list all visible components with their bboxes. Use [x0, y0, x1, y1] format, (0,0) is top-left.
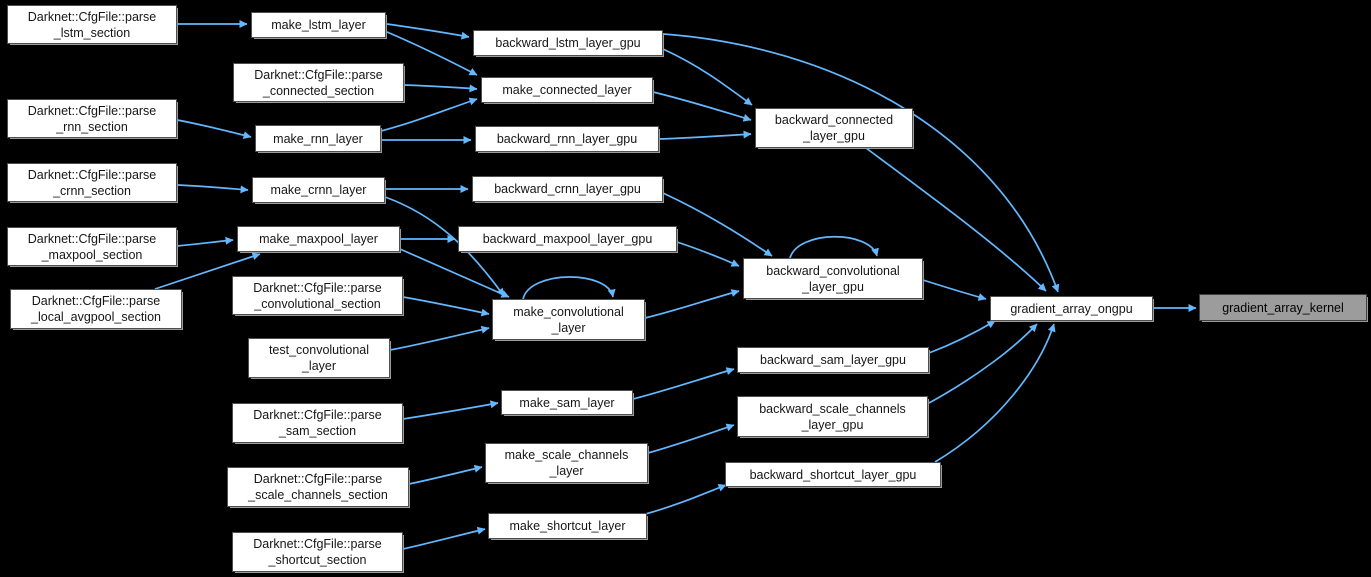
node-backward-crnn-layer-gpu[interactable]: backward_crnn_layer_gpu: [472, 176, 663, 202]
node-backward-scale-channels-layer-gpu[interactable]: backward_scale_channels _layer_gpu: [737, 396, 928, 437]
edge-backward-sam-layer-gpu-to-gradient-array-ongpu: [928, 320, 996, 354]
node-make-scale-channels-layer[interactable]: make_scale_channels _layer: [485, 443, 648, 483]
edge-backward-crnn-layer-gpu-to-backward-convolutional-layer-gpu: [662, 192, 773, 257]
node-backward-connected-layer-gpu[interactable]: backward_connected _layer_gpu: [755, 108, 913, 148]
edge-make-rnn-layer-to-make-connected-layer: [380, 97, 478, 132]
node-make-rnn-layer[interactable]: make_rnn_layer: [255, 125, 381, 152]
node-make-convolutional-layer[interactable]: make_convolutional _layer: [492, 299, 645, 340]
node-test-convolutional-layer[interactable]: test_convolutional _layer: [248, 338, 390, 378]
node-backward-sam-layer-gpu[interactable]: backward_sam_layer_gpu: [737, 347, 929, 373]
edge-backward-convolutional-layer-gpu-to-gradient-array-ongpu: [922, 279, 987, 301]
node-make-sam-layer[interactable]: make_sam_layer: [501, 390, 633, 415]
edge-parse-sam-section-to-make-sam-layer: [402, 400, 499, 420]
node-parse-local-avgpool-section[interactable]: Darknet::CfgFile::parse _local_avgpool_s…: [10, 289, 182, 329]
edge-backward-maxpool-layer-gpu-to-backward-convolutional-layer-gpu: [676, 241, 740, 267]
edge-parse-shortcut-section-to-make-shortcut-layer: [402, 526, 486, 550]
edge-make-sam-layer-to-backward-sam-layer-gpu: [632, 367, 735, 400]
edge-make-shortcut-layer-to-backward-shortcut-layer-gpu: [641, 484, 727, 516]
edge-make-convolutional-layer-self-loop: [522, 276, 616, 300]
node-parse-connected-section[interactable]: Darknet::CfgFile::parse _connected_secti…: [233, 63, 404, 102]
node-gradient-array-ongpu[interactable]: gradient_array_ongpu: [990, 296, 1153, 321]
node-parse-rnn-section[interactable]: Darknet::CfgFile::parse _rnn_section: [7, 99, 177, 138]
node-make-shortcut-layer[interactable]: make_shortcut_layer: [488, 513, 647, 539]
edge-parse-convolutional-section-to-make-convolutional-layer: [402, 296, 490, 317]
node-backward-convolutional-layer-gpu[interactable]: backward_convolutional _layer_gpu: [743, 258, 923, 299]
node-backward-rnn-layer-gpu[interactable]: backward_rnn_layer_gpu: [475, 126, 659, 152]
edge-backward-convolutional-layer-gpu-self-loop: [789, 235, 879, 259]
edge-make-scale-channels-layer-to-backward-scale-channels-layer-gpu: [647, 423, 735, 454]
edge-make-connected-layer-to-backward-connected-layer-gpu: [652, 91, 752, 122]
edge-backward-shortcut-layer-gpu-to-gradient-array-ongpu: [934, 323, 1056, 463]
node-backward-shortcut-layer-gpu[interactable]: backward_shortcut_layer_gpu: [725, 462, 941, 487]
node-make-crnn-layer[interactable]: make_crnn_layer: [252, 177, 385, 203]
edge-make-maxpool-layer-to-make-convolutional-layer: [399, 248, 510, 298]
edge-backward-lstm-layer-gpu-to-gradient-array-ongpu: [662, 33, 1060, 293]
edge-make-convolutional-layer-to-backward-convolutional-layer-gpu: [644, 289, 740, 319]
node-parse-maxpool-section[interactable]: Darknet::CfgFile::parse _maxpool_section: [7, 227, 177, 266]
edge-parse-connected-section-to-make-connected-layer: [403, 84, 478, 93]
node-make-lstm-layer[interactable]: make_lstm_layer: [251, 12, 386, 38]
node-make-connected-layer[interactable]: make_connected_layer: [481, 77, 653, 103]
edge-backward-connected-layer-gpu-to-gradient-array-ongpu: [865, 147, 1047, 292]
edge-parse-rnn-section-to-make-rnn-layer: [176, 119, 252, 140]
node-parse-convolutional-section[interactable]: Darknet::CfgFile::parse _convolutional_s…: [232, 276, 403, 315]
node-parse-scale-channels-section[interactable]: Darknet::CfgFile::parse _scale_channels_…: [227, 467, 409, 507]
edge-parse-crnn-section-to-make-crnn-layer: [176, 184, 249, 194]
node-gradient-array-kernel: gradient_array_kernel: [1199, 294, 1367, 321]
node-parse-crnn-section[interactable]: Darknet::CfgFile::parse _crnn_section: [7, 163, 177, 202]
node-backward-lstm-layer-gpu[interactable]: backward_lstm_layer_gpu: [473, 30, 663, 56]
edge-parse-scale-channels-section-to-make-scale-channels-layer: [408, 464, 483, 485]
node-parse-sam-section[interactable]: Darknet::CfgFile::parse _sam_section: [232, 403, 403, 443]
edge-parse-maxpool-section-to-make-maxpool-layer: [176, 236, 234, 247]
edge-backward-rnn-layer-gpu-to-backward-connected-layer-gpu: [658, 130, 752, 140]
node-make-maxpool-layer[interactable]: make_maxpool_layer: [237, 226, 400, 252]
edge-test-convolutional-layer-to-make-convolutional-layer: [389, 325, 490, 351]
node-parse-shortcut-section[interactable]: Darknet::CfgFile::parse _shortcut_sectio…: [232, 532, 403, 572]
node-parse-lstm-section[interactable]: Darknet::CfgFile::parse _lstm_section: [7, 5, 177, 44]
edge-backward-lstm-layer-gpu-to-backward-connected-layer-gpu: [662, 48, 753, 106]
edge-make-lstm-layer-to-backward-lstm-layer-gpu: [386, 23, 470, 40]
node-backward-maxpool-layer-gpu[interactable]: backward_maxpool_layer_gpu: [458, 226, 677, 252]
edge-parse-local-avgpool-section-to-make-maxpool-layer: [154, 252, 261, 290]
edge-make-lstm-layer-to-make-connected-layer: [386, 31, 478, 76]
edge-backward-scale-channels-layer-gpu-to-gradient-array-ongpu: [928, 323, 1038, 404]
